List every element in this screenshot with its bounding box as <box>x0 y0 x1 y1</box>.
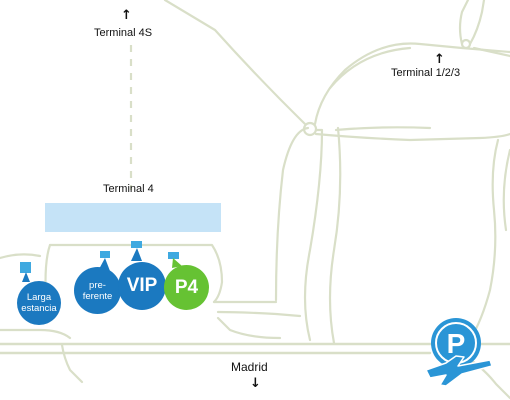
larga-estancia-line2: estancia <box>21 303 57 314</box>
preferente-line1: pre- <box>89 279 106 291</box>
down-arrow-icon: ↓ <box>250 376 261 391</box>
up-arrow-icon: ↑ <box>121 8 132 23</box>
terminal-123-label: Terminal 1/2/3 <box>391 67 461 79</box>
madrid-label: Madrid <box>231 360 268 374</box>
larga-estancia-pin[interactable]: Larga estancia <box>17 281 61 325</box>
larga-estancia-line1: Larga <box>26 292 52 303</box>
vip-label: VIP <box>126 275 158 296</box>
p4-label: P4 <box>174 276 199 298</box>
svg-text:P: P <box>447 328 466 359</box>
terminal-4s-label: Terminal 4S <box>94 27 153 39</box>
p4-pin[interactable]: P4 <box>164 265 209 310</box>
preferente-pin[interactable]: pre- ferente <box>74 267 121 314</box>
up-arrow-icon: ↑ <box>434 52 445 67</box>
pin-pointers <box>20 241 182 282</box>
airport-parking-icon: P <box>425 318 493 387</box>
vip-pin[interactable]: VIP <box>118 262 166 310</box>
preferente-line2: ferente <box>82 290 113 302</box>
terminal-4-label: Terminal 4 <box>103 183 154 195</box>
terminal-4-building <box>45 203 221 232</box>
